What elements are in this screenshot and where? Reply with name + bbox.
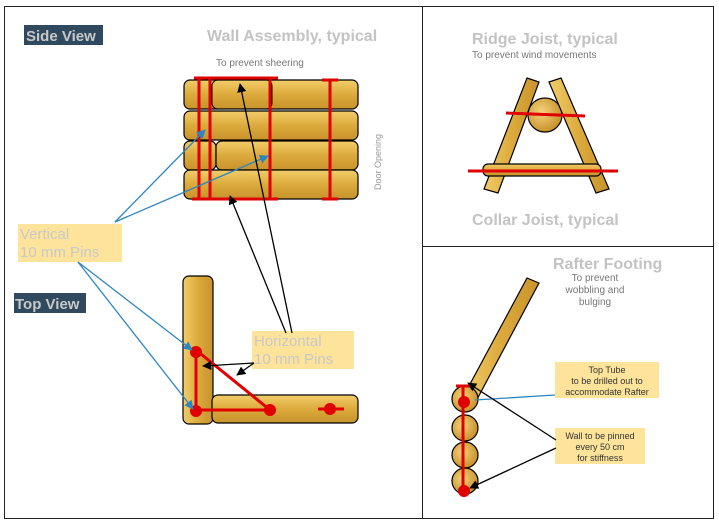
vertical-pins-line1: Vertical xyxy=(20,226,69,243)
panel-borders xyxy=(4,6,714,519)
top-view-pins xyxy=(190,346,344,417)
wall-pinned-line3: for stiffness xyxy=(577,453,623,463)
wall-assembly-title: Wall Assembly, typical xyxy=(207,28,377,45)
vertical-pins-callout: Vertical 10 mm Pins xyxy=(18,224,122,262)
top-view-text: Top View xyxy=(15,296,80,313)
side-view-text: Side View xyxy=(26,28,96,45)
rafter-footing-title: Rafter Footing xyxy=(553,256,662,273)
vertical-pins-line2: 10 mm Pins xyxy=(20,244,99,261)
door-opening-text: Door Opening xyxy=(373,134,383,190)
horizontal-pins-line2: 10 mm Pins xyxy=(254,351,333,368)
wall-pinned-callout: Wall to be pinned every 50 cm for stiffn… xyxy=(555,428,645,464)
wall-pinned-arrows xyxy=(467,382,557,489)
rafter-note-line3: bulging xyxy=(579,297,611,308)
top-tube-line1: Top Tube xyxy=(588,365,625,375)
wall-pinned-line2: every 50 cm xyxy=(575,442,624,452)
horizontal-pins-callout: Horizontal 10 mm Pins xyxy=(252,331,354,369)
rafter-note-line2: wobbling and xyxy=(565,285,625,296)
top-tube-line3: accommodate Rafter xyxy=(565,387,649,397)
rafter-note-line1: To prevent xyxy=(572,273,619,284)
horizontal-pins-line1: Horizontal xyxy=(254,333,322,350)
collar-joist-title: Collar Joist, typical xyxy=(472,212,619,229)
wall-pinned-line1: Wall to be pinned xyxy=(565,431,634,441)
top-tube-arrow xyxy=(474,394,556,401)
side-view-label: Side View xyxy=(24,25,103,45)
ridge-joist-note: To prevent wind movements xyxy=(472,50,597,61)
ridge-joist-title: Ridge Joist, typical xyxy=(472,31,618,48)
vertical-pins-arrows xyxy=(77,129,269,410)
ridge-joist-drawing xyxy=(468,77,618,194)
wall-assembly-note: To prevent sheering xyxy=(216,58,304,69)
top-view-label: Top View xyxy=(14,293,86,313)
top-tube-line2: to be drilled out to xyxy=(571,376,643,386)
horizontal-pins-arrows xyxy=(202,83,293,376)
top-tube-callout: Top Tube to be drilled out to accommodat… xyxy=(555,362,659,398)
rafter-drawing xyxy=(451,277,540,497)
